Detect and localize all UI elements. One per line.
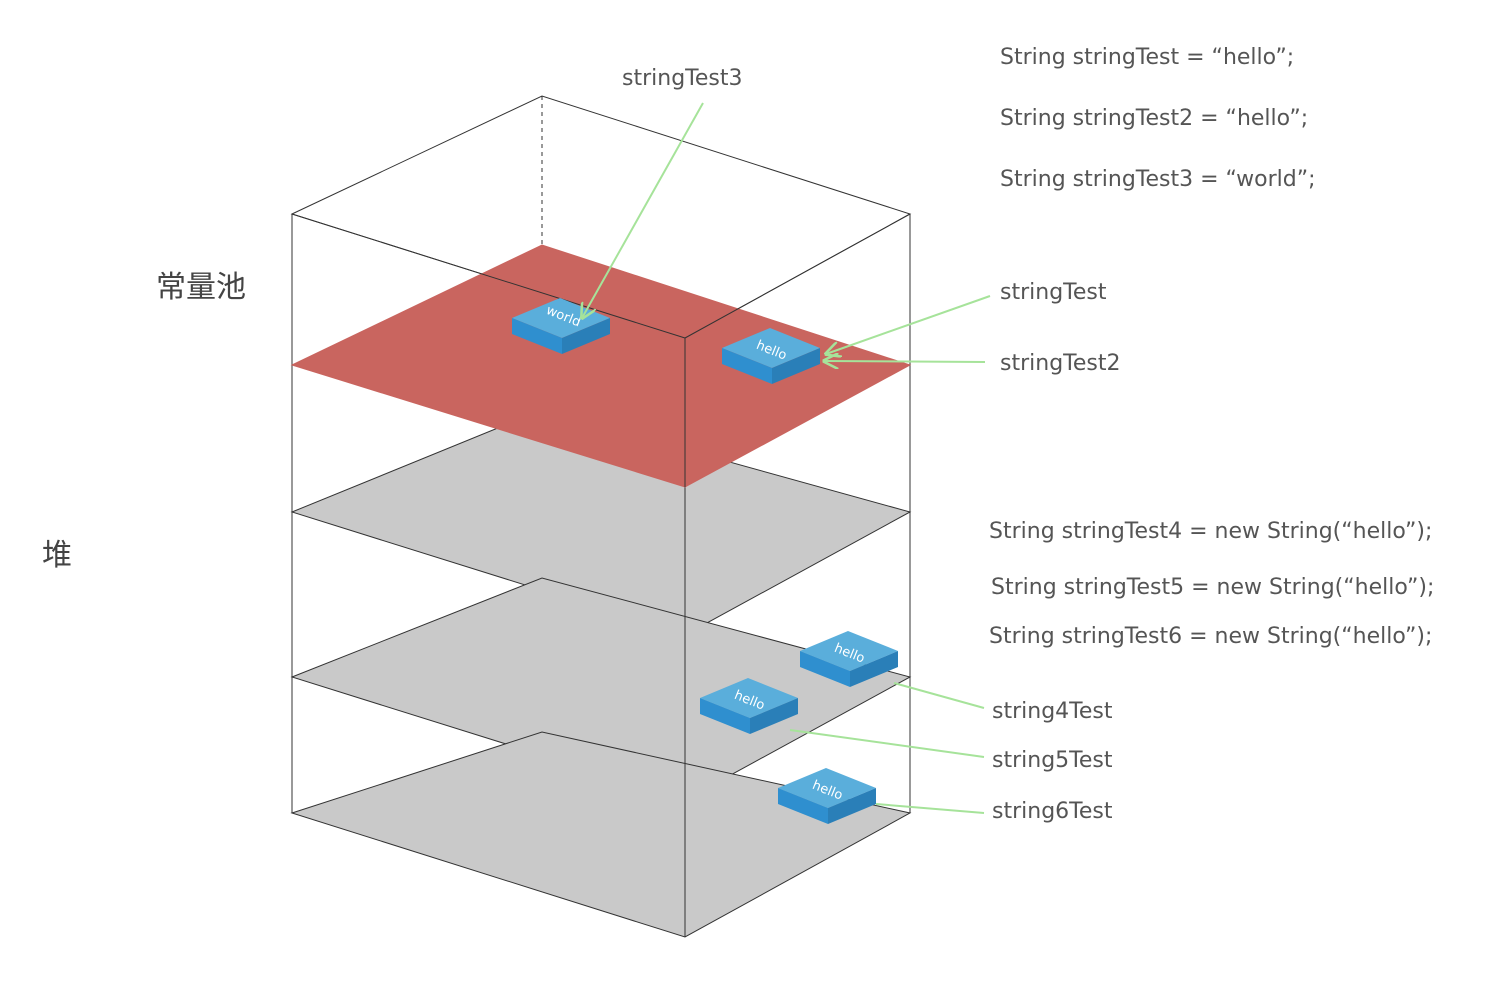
object-hello-heap-3: hello xyxy=(778,768,876,824)
heap-plane-3 xyxy=(290,731,912,938)
ref-label-stringTest: stringTest xyxy=(1000,280,1107,305)
code-line-stringTest3: String stringTest3 = “world”; xyxy=(1000,167,1316,192)
box-top-right-edge-over-pool xyxy=(684,213,911,339)
object-world-pool: world xyxy=(512,298,610,354)
heap-label: 堆 xyxy=(42,538,72,573)
code-line-stringTest5: String stringTest5 = new String(“hello”)… xyxy=(991,575,1435,600)
object-hello-pool: hello xyxy=(722,328,820,384)
ref-label-stringTest2: stringTest2 xyxy=(1000,351,1121,376)
code-line-stringTest2: String stringTest2 = “hello”; xyxy=(1000,106,1309,131)
ref-label-string6Test: string6Test xyxy=(992,799,1113,824)
box-top-left-edge-over-pool xyxy=(291,213,686,339)
object-hello-heap-1: hello xyxy=(800,631,898,687)
code-line-stringTest: String stringTest = “hello”; xyxy=(1000,45,1295,70)
arrow-stringTest3 xyxy=(582,102,704,318)
code-line-stringTest4: String stringTest4 = new String(“hello”)… xyxy=(989,519,1433,544)
object-hello-heap-2: hello xyxy=(700,678,798,734)
constant-pool-plane xyxy=(290,244,912,488)
ref-label-stringTest3: stringTest3 xyxy=(622,66,743,91)
ref-label-string5Test: string5Test xyxy=(992,748,1113,773)
arrow-string6Test xyxy=(875,803,985,814)
ref-label-string4Test: string4Test xyxy=(992,699,1113,724)
code-line-stringTest6: String stringTest6 = new String(“hello”)… xyxy=(989,624,1433,649)
arrow-stringTest2 xyxy=(824,361,986,362)
constant-pool-label: 常量池 xyxy=(156,270,246,305)
arrow-stringTest xyxy=(826,295,991,354)
arrow-string4Test xyxy=(893,682,985,709)
arrow-string5Test xyxy=(789,729,985,758)
